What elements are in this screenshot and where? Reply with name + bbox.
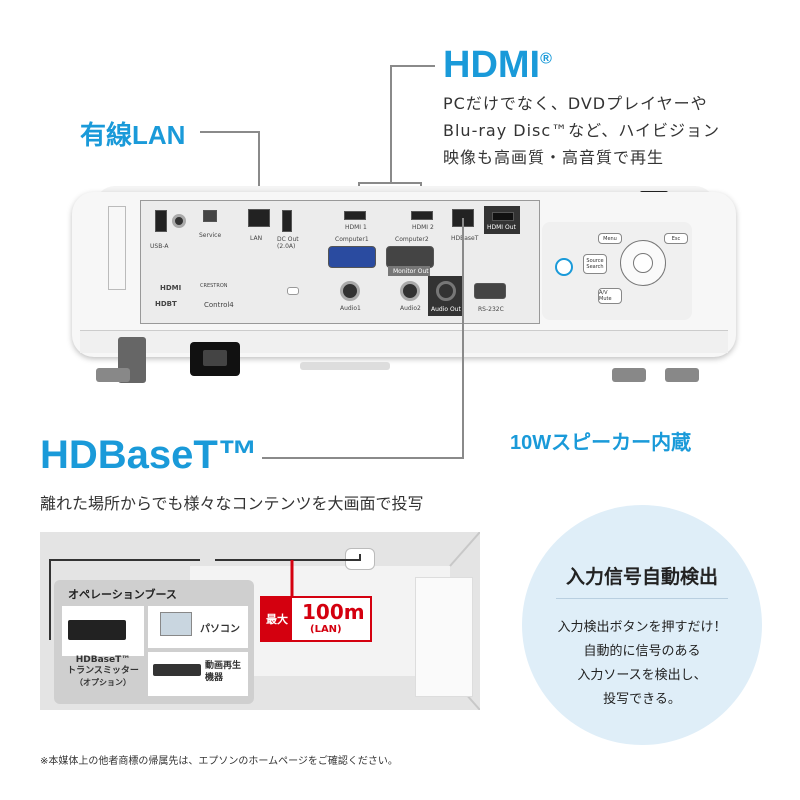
cable-line bbox=[49, 554, 361, 640]
hdmi-logo: HDMI bbox=[160, 284, 182, 292]
player-device bbox=[153, 664, 201, 676]
service-label: Service bbox=[199, 232, 222, 239]
pc-label: パソコン bbox=[200, 624, 240, 635]
lan-title: 有線LAN bbox=[80, 120, 186, 150]
usb-a-port[interactable] bbox=[155, 210, 167, 232]
hdmi-callout-h bbox=[390, 65, 435, 67]
hdmi-desc-line: PCだけでなく、DVDプレイヤーや bbox=[443, 94, 708, 113]
computer2-port[interactable] bbox=[386, 246, 434, 268]
hdmi-out-label: HDMI Out bbox=[487, 224, 516, 231]
max-label: 最大 bbox=[262, 598, 292, 640]
transmitter-label-line: トランスミッター bbox=[67, 666, 139, 676]
lan-callout-h bbox=[200, 131, 260, 133]
crestron-logo: CRESTRON bbox=[200, 283, 228, 289]
hdmi2-label: HDMI 2 bbox=[412, 224, 434, 231]
right-foot-2 bbox=[665, 368, 699, 382]
hdbaset-title: HDBaseT™ bbox=[40, 433, 258, 477]
hdbaset-port-label: HDBaseT bbox=[451, 235, 479, 242]
distance-value: 100m bbox=[302, 600, 365, 624]
hdmi1-port[interactable] bbox=[344, 211, 366, 220]
auto-detect-title: 入力信号自動検出 bbox=[565, 566, 718, 588]
monitor-out-label: Monitor Out bbox=[393, 268, 429, 275]
booth-title: オペレーションブース bbox=[68, 588, 177, 601]
dc-out-port[interactable] bbox=[282, 210, 292, 232]
menu-button[interactable]: Menu bbox=[598, 233, 622, 244]
speaker-title: 10Wスピーカー内蔵 bbox=[510, 432, 692, 454]
hdbaset-description: 離れた場所からでも様々なコンテンツを大画面で投写 bbox=[40, 494, 424, 513]
computer1-port[interactable] bbox=[328, 246, 376, 268]
esc-button[interactable]: Esc bbox=[664, 233, 688, 244]
power-socket-inner bbox=[203, 350, 227, 366]
dc-out-rating: (2.0A) bbox=[277, 243, 296, 250]
usb-a-label: USB-A bbox=[150, 243, 169, 250]
service-port[interactable] bbox=[203, 210, 217, 222]
hdmi-callout-bracket bbox=[358, 182, 422, 184]
projector-left-slot bbox=[108, 206, 126, 290]
transmitter-label-line: HDBaseT™ bbox=[75, 655, 131, 665]
rs232c-port[interactable] bbox=[474, 283, 506, 299]
enter-button[interactable] bbox=[633, 253, 653, 273]
av-mute-button[interactable]: A/V Mute bbox=[598, 288, 622, 304]
hdmi-reg-mark: ® bbox=[540, 50, 552, 68]
hdmi1-label: HDMI 1 bbox=[345, 224, 367, 231]
hdmi-title-text: HDMI bbox=[443, 44, 541, 86]
power-button[interactable] bbox=[555, 258, 573, 276]
player-label: 動画再生 機器 bbox=[205, 660, 241, 684]
auto-detect-line: 入力ソースを検出し、 bbox=[577, 668, 707, 683]
laptop-icon bbox=[160, 612, 192, 636]
hdbaset-callout-h bbox=[262, 457, 464, 459]
audio1-jack[interactable] bbox=[340, 281, 360, 301]
control4-logo: Control4 bbox=[204, 301, 234, 309]
auto-detect-divider bbox=[556, 598, 728, 599]
lan-port[interactable] bbox=[248, 209, 270, 227]
auto-detect-description: 入力検出ボタンを押すだけ！ 自動的に信号のある 入力ソースを検出し、 投写できる… bbox=[522, 616, 762, 712]
hdmi2-port[interactable] bbox=[411, 211, 433, 220]
rs232c-label: RS-232C bbox=[478, 306, 504, 313]
auto-detect-line: 自動的に信号のある bbox=[583, 644, 701, 659]
right-foot-1 bbox=[612, 368, 646, 382]
lan-port-label: LAN bbox=[250, 235, 263, 242]
auto-detect-line: 投写できる。 bbox=[603, 692, 681, 707]
small-button[interactable] bbox=[287, 287, 299, 295]
computer1-label: Computer1 bbox=[335, 236, 369, 243]
distance-box: 最大 100m (LAN) bbox=[260, 596, 372, 642]
audio2-jack[interactable] bbox=[400, 281, 420, 301]
source-search-button[interactable]: Source Search bbox=[583, 254, 607, 274]
computer2-label: Computer2 bbox=[395, 236, 429, 243]
hdmi-desc-line: Blu-ray Disc™など、ハイビジョン bbox=[443, 121, 721, 140]
distance-unit: (LAN) bbox=[310, 624, 342, 635]
projection-screen bbox=[415, 577, 473, 697]
transmitter-label: HDBaseT™ トランスミッター （オプション） bbox=[62, 655, 144, 688]
footnote: ※本媒体上の他者商標の帰属先は、エプソンのホームページをご確認ください。 bbox=[40, 756, 398, 767]
audio-out-label: Audio Out bbox=[431, 306, 461, 313]
projector-lower-lip bbox=[80, 330, 728, 353]
audio1-label: Audio1 bbox=[340, 305, 361, 312]
hdbaset-callout-v bbox=[462, 218, 464, 458]
player-label-line: 機器 bbox=[205, 673, 224, 683]
hdmi-description: PCだけでなく、DVDプレイヤーや Blu-ray Disc™など、ハイビジョン… bbox=[443, 90, 720, 171]
lan-callout-v bbox=[258, 131, 260, 209]
dc-out-label: DC Out bbox=[277, 236, 299, 243]
auto-detect-line: 入力検出ボタンを押すだけ！ bbox=[557, 620, 727, 635]
transmitter-label-line: （オプション） bbox=[75, 678, 131, 687]
hdmi-out-port[interactable] bbox=[492, 212, 514, 221]
hdbt-logo: HDBT bbox=[155, 300, 177, 308]
left-foot-2 bbox=[96, 368, 130, 382]
audio2-label: Audio2 bbox=[400, 305, 421, 312]
hdmi-callout-v bbox=[390, 65, 392, 183]
monitor-out-box bbox=[388, 266, 430, 276]
hdmi-desc-line: 映像も高画質・高音質で再生 bbox=[443, 148, 665, 167]
hdmi-title: HDMI® bbox=[443, 44, 552, 87]
usb-a-screw bbox=[172, 214, 186, 228]
player-label-line: 動画再生 bbox=[205, 661, 242, 671]
bottom-tab bbox=[300, 362, 390, 370]
transmitter-device bbox=[68, 620, 126, 640]
auto-detect-circle bbox=[522, 505, 762, 745]
audio-out-jack[interactable] bbox=[436, 281, 456, 301]
